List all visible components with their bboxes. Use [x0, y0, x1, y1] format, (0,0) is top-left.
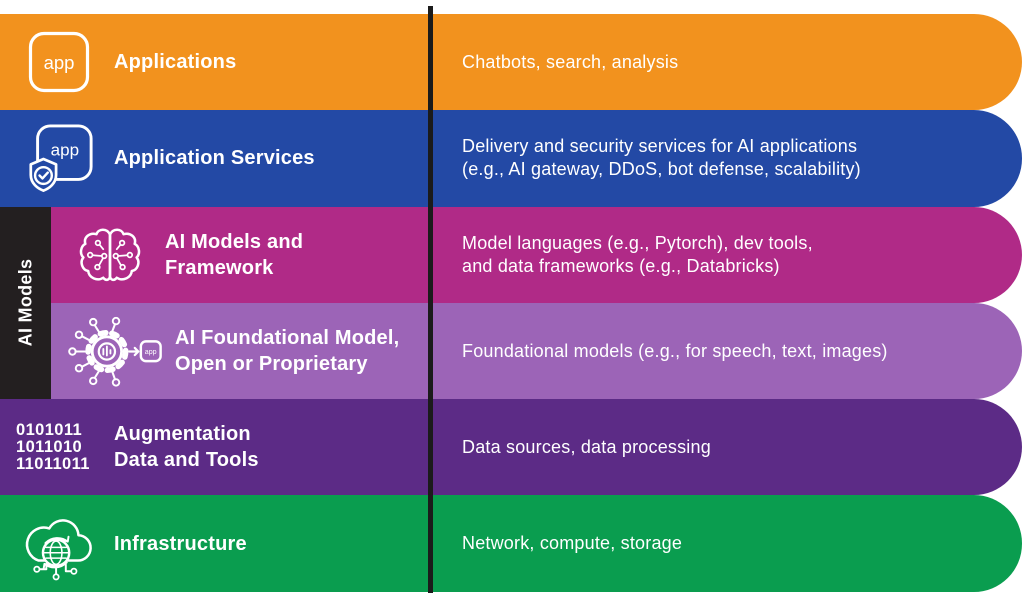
arrow-right — [128, 346, 140, 356]
layer-description: Network, compute, storage — [462, 533, 683, 554]
layer-row-ai-models-framework-left: AI Models and Framework — [51, 225, 428, 285]
layer-label: Application Services — [114, 147, 315, 170]
layer-description: Delivery and security services for AI ap… — [462, 136, 861, 180]
layer-row-ai-foundational-model: app AI Foundational Model, Open or Propr… — [51, 302, 1022, 400]
layer-row-infrastructure-left: Infrastructure — [0, 505, 428, 583]
layer-row-applications-left: app Applications — [0, 31, 428, 93]
layer-row-applications: app Applications Chatbots, search, analy… — [0, 14, 1022, 111]
vertical-divider-line — [428, 6, 433, 593]
layer-row-infrastructure: Infrastructure Network, compute, storage — [0, 495, 1022, 592]
layer-label: Infrastructure — [114, 532, 247, 555]
binary-digits-text: 0101011 1011010 11011011 — [16, 420, 90, 473]
app-icon-text: app — [51, 141, 79, 160]
layer-description: Model languages (e.g., Pytorch), dev too… — [462, 232, 813, 276]
layer-row-ai-foundational-model-left: app AI Foundational Model, Open or Propr… — [51, 315, 428, 388]
layer-description: Foundational models (e.g., for speech, t… — [462, 340, 888, 361]
layer-label: AI Models and Framework — [165, 230, 304, 279]
ai-models-sidebar-label: AI Models — [15, 259, 35, 347]
layer-row-application-services: app Application Services Delivery and se… — [0, 110, 1022, 207]
brain-circuit-icon — [67, 225, 153, 285]
layer-label: AI Foundational Model, Open or Proprieta… — [175, 327, 400, 376]
app-icon: app — [16, 31, 102, 93]
binary-data-icon: 0101011 1011010 11011011 — [16, 420, 102, 473]
layer-description: Chatbots, search, analysis — [462, 51, 679, 72]
model-hub-app-icon: app — [67, 315, 163, 388]
cloud-network-icon — [16, 505, 102, 583]
app-shield-icon: app — [16, 123, 102, 194]
app-icon-text: app — [145, 347, 157, 355]
app-icon-text: app — [44, 52, 75, 73]
layer-stack: app Applications Chatbots, search, analy… — [0, 14, 1022, 592]
layer-row-application-services-left: app Application Services — [0, 123, 428, 194]
ai-models-sidebar: AI Models — [0, 206, 51, 400]
layer-label: Applications — [114, 51, 237, 74]
layer-row-augmentation-data-tools-left: 0101011 1011010 11011011 Augmentation Da… — [0, 421, 428, 473]
layer-row-ai-models-framework: AI Models and Framework Model languages … — [51, 206, 1022, 303]
layer-description: Data sources, data processing — [462, 436, 711, 457]
layer-row-augmentation-data-tools: 0101011 1011010 11011011 Augmentation Da… — [0, 399, 1022, 496]
layer-label: Augmentation Data and Tools — [114, 423, 259, 472]
